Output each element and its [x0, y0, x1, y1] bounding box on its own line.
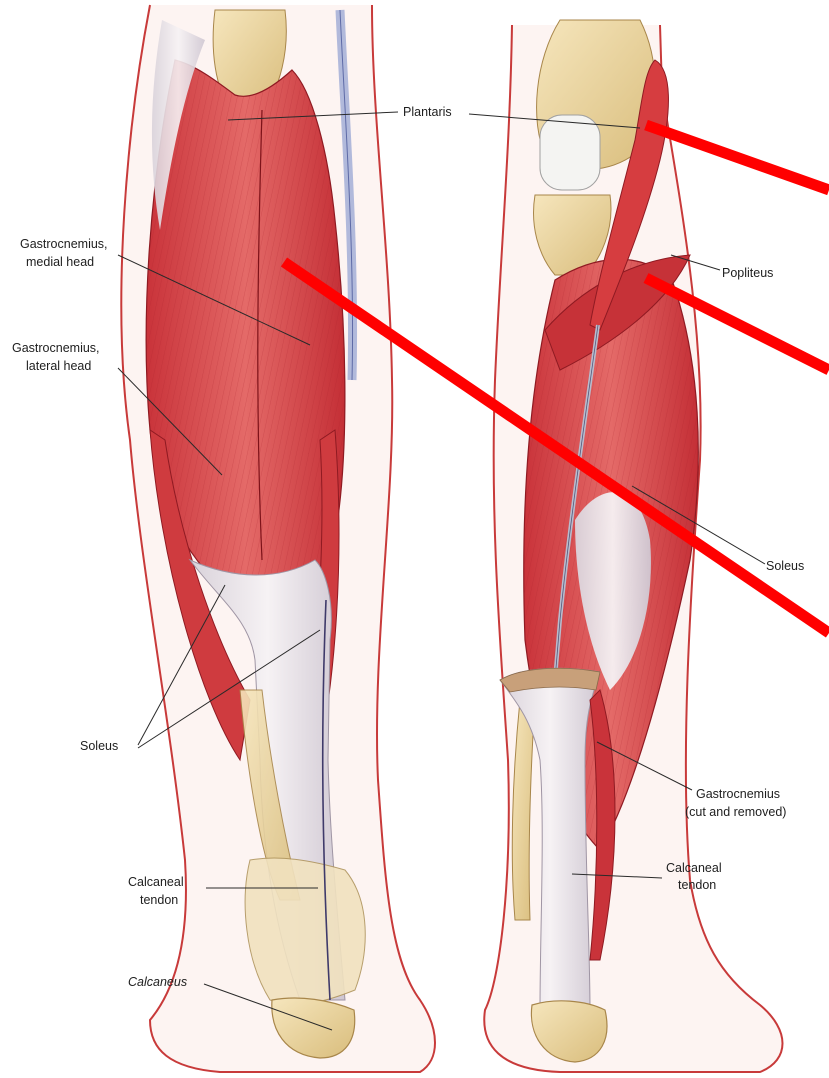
- label-gastrocnemius-medial-line1: Gastrocnemius,: [20, 237, 108, 251]
- right-leg: [484, 20, 782, 1072]
- label-soleus-left: Soleus: [80, 739, 118, 753]
- left-ankle-bones: [245, 858, 365, 1004]
- label-gastrocnemius-lateral-line1: Gastrocnemius,: [12, 341, 100, 355]
- label-gastrocnemius-cut-line1: Gastrocnemius: [696, 787, 780, 801]
- label-calcaneal-right-line1: Calcaneal: [666, 861, 722, 875]
- label-gastrocnemius-medial-line2: medial head: [26, 255, 94, 269]
- label-gastrocnemius-cut-line2: (cut and removed): [685, 805, 786, 819]
- label-calcaneal-left-line1: Calcaneal: [128, 875, 184, 889]
- label-gastrocnemius-lateral-line2: lateral head: [26, 359, 91, 373]
- label-popliteus: Popliteus: [722, 266, 773, 280]
- left-leg: [121, 5, 435, 1072]
- label-calcaneal-right-line2: tendon: [678, 878, 716, 892]
- label-plantaris: Plantaris: [403, 105, 452, 119]
- label-calcaneus: Calcaneus: [128, 975, 187, 989]
- label-soleus-right: Soleus: [766, 559, 804, 573]
- label-calcaneal-left-line2: tendon: [140, 893, 178, 907]
